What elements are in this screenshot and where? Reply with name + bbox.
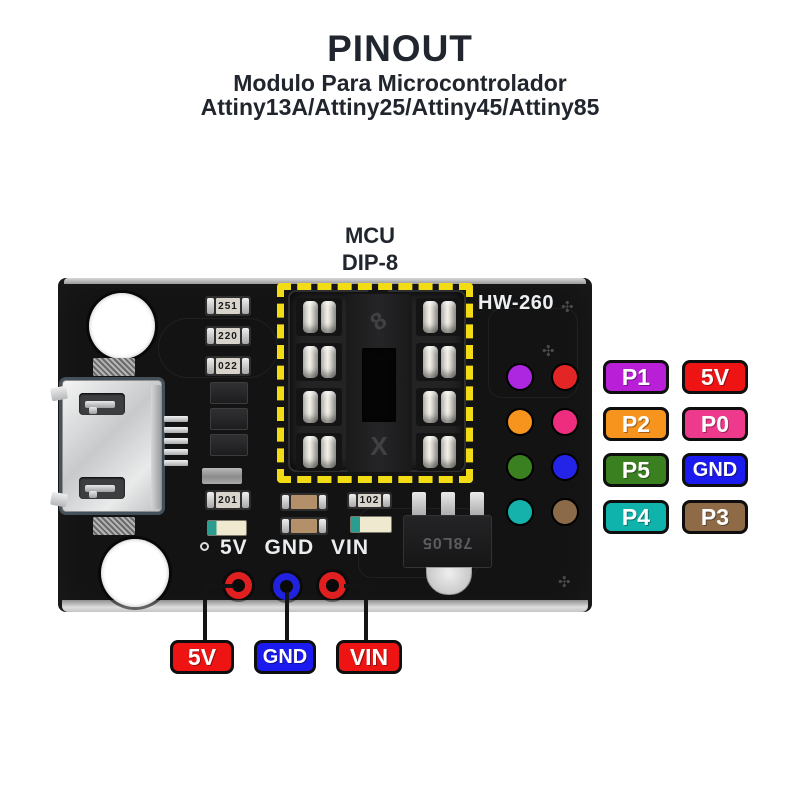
socket-contact — [296, 298, 342, 336]
dip8-socket: 8 X — [288, 290, 466, 472]
pcb-trace — [488, 308, 578, 398]
usb-anchor-slot-bottom — [79, 477, 125, 499]
smd-transistor — [210, 382, 248, 404]
regulator-leg — [441, 492, 455, 518]
usb-mount-tab — [49, 491, 69, 508]
pin-label-p3: P3 — [682, 500, 748, 534]
usb-anchor-bar — [85, 485, 115, 492]
dip8-highlight-outline — [277, 283, 473, 483]
mounting-hole-top-left — [89, 293, 155, 359]
socket-contact — [416, 388, 462, 426]
socket-contact — [416, 343, 462, 381]
socket-center-bar: 8 X — [346, 294, 412, 472]
resistor-value: 022 — [216, 358, 240, 374]
resistor-value: 102 — [358, 494, 381, 507]
resistor-102: 102 — [347, 492, 392, 509]
smd-resistor — [280, 517, 328, 535]
led — [207, 520, 247, 536]
usb-pin — [164, 416, 188, 422]
usb-shield-edge — [151, 385, 161, 509]
screw-mark: ✣ — [561, 299, 574, 316]
smd-resistor — [280, 493, 328, 511]
pin-label-gnd: GND — [682, 453, 748, 487]
mcu-callout: MCU DIP-8 — [270, 222, 470, 276]
usb-mount-tab — [49, 385, 69, 402]
pin-label-5v: 5V — [682, 360, 748, 394]
pin-label-p1: P1 — [603, 360, 669, 394]
regulator-tab — [426, 567, 472, 595]
pin-dot-p3 — [551, 498, 579, 526]
usb-anchor-slot-top — [79, 393, 125, 415]
resistor-220: 220 — [205, 326, 251, 346]
pad-vin — [319, 572, 346, 599]
usb-pin — [164, 460, 188, 466]
smd-transistor — [210, 408, 248, 430]
socket-bottom-mark: X — [370, 431, 388, 461]
bottom-label-gnd: GND — [254, 640, 316, 674]
mounting-hole-bottom-left — [101, 539, 169, 607]
usb-solder-pad-bottom — [93, 517, 135, 535]
usb-anchor-bar — [89, 407, 97, 414]
smd-transistor — [210, 434, 248, 456]
pin-label-p2: P2 — [603, 407, 669, 441]
silkscreen-dot — [200, 542, 209, 551]
resistor-value: 201 — [216, 492, 240, 508]
pin-dot-p1 — [506, 363, 534, 391]
usb-pin — [164, 449, 188, 455]
resistor-201: 201 — [205, 490, 251, 510]
mcu-callout-line1: MCU — [344, 223, 396, 248]
pin-label-p4: P4 — [603, 500, 669, 534]
usb-solder-pad-top — [93, 358, 135, 376]
socket-contact — [296, 433, 342, 471]
voltage-regulator-78l05: 78L05 — [403, 515, 492, 568]
regulator-leg — [470, 492, 484, 518]
page-subtitle-line1: Modulo Para Microcontrolador — [233, 70, 567, 96]
callout-line-5v — [203, 584, 207, 642]
mcu-callout-line2: DIP-8 — [341, 250, 399, 275]
pad-5v — [225, 572, 252, 599]
pin-dot-p0 — [551, 408, 579, 436]
led — [350, 516, 392, 533]
bottom-label-5v: 5V — [170, 640, 234, 674]
pcb-top-edge — [64, 278, 586, 284]
bottom-label-vin: VIN — [336, 640, 402, 674]
resistor-value: 220 — [216, 328, 240, 344]
callout-line-gnd — [285, 592, 289, 642]
pcb-bottom-edge — [62, 600, 588, 612]
regulator-marking: 78L05 — [422, 533, 473, 551]
pcb-board: 251 220 022 201 102 78L05 — [49, 278, 592, 612]
page-subtitle-line2: Attiny13A/Attiny25/Attiny45/Attiny85 — [200, 94, 600, 120]
micro-usb-connector — [49, 380, 162, 512]
socket-contact — [296, 343, 342, 381]
socket-center-hole — [362, 348, 396, 422]
pin-label-p0: P0 — [682, 407, 748, 441]
screw-mark: ✣ — [558, 574, 571, 591]
usb-pin — [164, 438, 188, 444]
callout-line-vin — [344, 584, 370, 588]
usb-pin — [164, 427, 188, 433]
pin-dot-p5 — [506, 453, 534, 481]
resistor-value: 251 — [216, 298, 240, 314]
pin-dot-p2 — [506, 408, 534, 436]
regulator-leg — [412, 492, 426, 518]
usb-anchor-bar — [85, 401, 115, 408]
resistor-251: 251 — [205, 296, 251, 316]
pin-dot-5v — [551, 363, 579, 391]
pin-dot-p4 — [506, 498, 534, 526]
pin-label-p5: P5 — [603, 453, 669, 487]
socket-contact — [296, 388, 342, 426]
screw-mark: ✣ — [542, 343, 555, 360]
socket-contact — [416, 433, 462, 471]
board-model-label: HW-260 — [478, 292, 554, 314]
pin-dot-gnd — [551, 453, 579, 481]
callout-line-vin — [364, 584, 368, 642]
resistor-022: 022 — [205, 356, 251, 376]
page-title: PINOUT — [327, 28, 473, 69]
socket-contact — [416, 298, 462, 336]
smd-component — [202, 468, 242, 484]
usb-anchor-bar — [89, 491, 97, 498]
power-silkscreen: 5V GND VIN — [220, 536, 370, 559]
callout-line-5v — [203, 584, 233, 588]
